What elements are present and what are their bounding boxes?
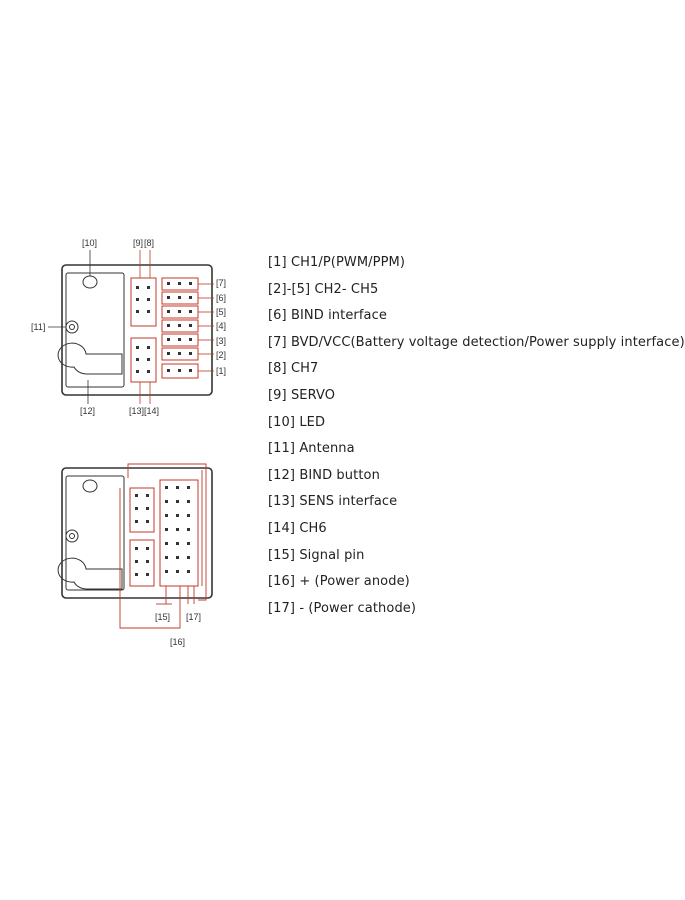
legend-item-16: [16] + (Power anode) (268, 574, 410, 590)
callout-2: [2] (216, 350, 227, 360)
legend-item-8: [8] CH7 (268, 361, 319, 377)
callout-11: [11] (31, 322, 46, 332)
callout-5: [5] (216, 307, 227, 317)
leader-lines-top-gray (48, 250, 91, 404)
receiver-inner-panel-bottom (65, 475, 125, 591)
bracket-lines-bottom (119, 463, 207, 629)
callout-6: [6] (216, 293, 227, 303)
antenna-core (69, 324, 75, 330)
legend-item-11: [11] Antenna (268, 441, 355, 457)
legend-item-9: [9] SERVO (268, 387, 336, 403)
receiver-inner-panel-top (65, 272, 125, 388)
legend-item-13: [13] SENS interface (268, 494, 398, 510)
legend-item-10: [10] LED (268, 414, 326, 430)
callout-16: [16] (170, 637, 186, 647)
legend-item-17: [17] - (Power cathode) (268, 600, 417, 616)
callout-14: [14] (144, 406, 160, 416)
pin-dots-top (136, 282, 192, 373)
callout-1: [1] (216, 366, 227, 376)
antenna-mount-bottom (65, 529, 79, 543)
legend-item-2-5: [2]-[5] CH2- CH5 (268, 281, 379, 297)
pin-dots-bottom (135, 486, 190, 576)
servo-ch7-block (130, 277, 157, 327)
legend-item-7: [7] BVD/VCC(Battery voltage detection/Po… (268, 334, 685, 350)
callout-12: [12] (80, 406, 96, 416)
receiver-front-diagram (48, 250, 214, 404)
sens-ch6-block (130, 337, 157, 383)
bind-button-bottom (57, 557, 123, 590)
legend-item-6: [6] BIND interface (268, 308, 387, 324)
led-indicator-bottom (82, 479, 98, 493)
legend-item-14: [14] CH6 (268, 520, 327, 536)
callout-13: [13] (129, 406, 145, 416)
callout-3: [3] (216, 336, 227, 346)
callout-10: [10] (82, 238, 98, 248)
callout-7: [7] (216, 278, 227, 288)
legend-item-12: [12] BIND button (268, 467, 380, 483)
receiver-pin-diagram (57, 463, 213, 629)
connector-blocks-bottom (129, 479, 199, 587)
callout-15: [15] (155, 612, 171, 622)
bind-button (57, 342, 123, 375)
receiver-housing-bottom (61, 467, 213, 599)
legend-item-1: [1] CH1/P(PWM/PPM) (268, 255, 406, 270)
callout-17: [17] (186, 612, 202, 622)
callout-9: [9] (133, 238, 144, 248)
leader-lines-top (139, 250, 214, 404)
legend-item-15: [15] Signal pin (268, 547, 365, 563)
legend-list: [1] CH1/P(PWM/PPM) [2]-[5] CH2- CH5 [6] … (268, 254, 685, 626)
callout-4: [4] (216, 321, 227, 331)
antenna-core-bottom (69, 533, 75, 539)
receiver-housing-top (61, 264, 213, 396)
callout-8: [8] (144, 238, 155, 248)
